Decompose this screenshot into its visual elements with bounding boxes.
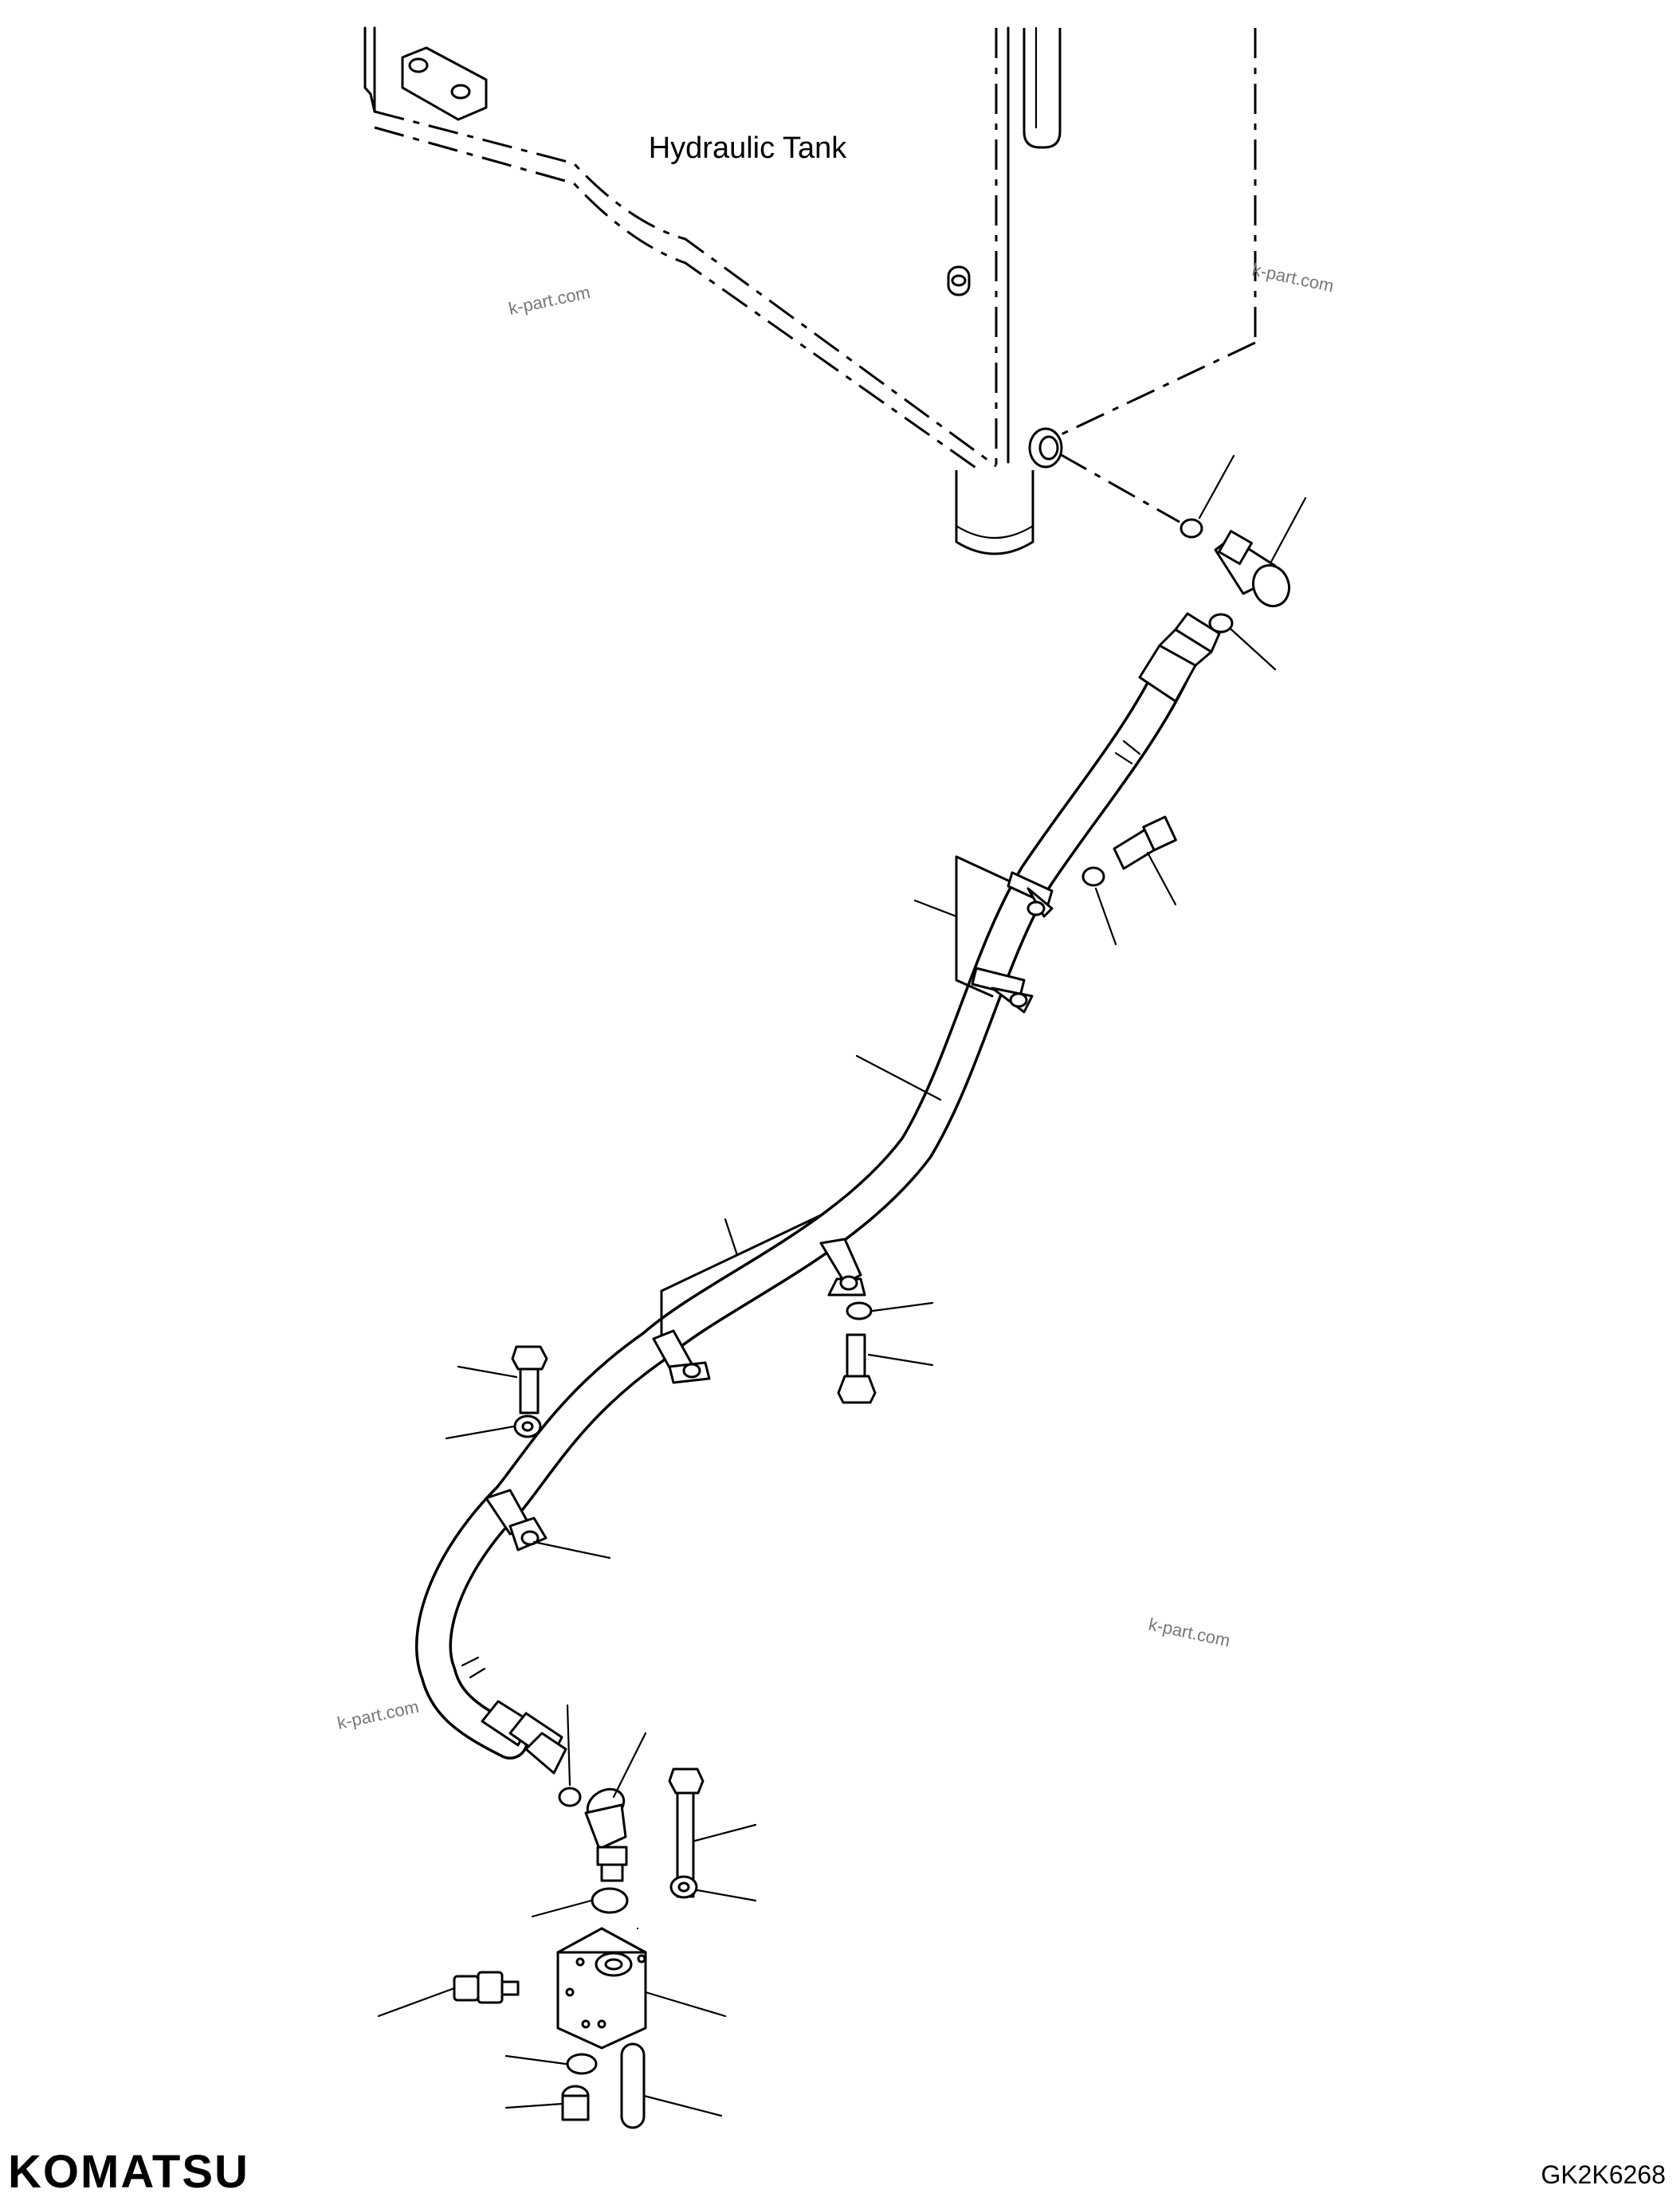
plug-bottom — [504, 2085, 590, 2121]
o-ring-hose-top — [1208, 613, 1277, 671]
o-ring-valve-top — [531, 1887, 629, 1918]
o-ring-valve-bottom — [504, 2053, 598, 2075]
pipe-stub-bottom — [620, 2042, 723, 2129]
hydraulic-tank: Hydraulic Tank — [363, 26, 1257, 555]
assembly-centerline — [1059, 453, 1180, 524]
watermark-3: k-part.com — [1147, 1614, 1232, 1650]
elbow-fitting-bottom — [584, 1732, 647, 1882]
hose-end-fitting-bottom — [481, 1700, 567, 1775]
hose-clamp-upper-1 — [1007, 871, 1054, 918]
tank-mounting-bracket — [401, 46, 488, 121]
tank-leg — [955, 470, 1034, 555]
bolt-lower-left — [457, 1345, 548, 1414]
test-port-fitting — [377, 1971, 520, 2018]
hose-end-fitting-top — [1138, 612, 1221, 703]
hose-clamp-upper-2 — [971, 967, 1034, 1014]
watermark-1: k-part.com — [507, 282, 592, 319]
hose-clamp-middle-left — [652, 1329, 711, 1384]
hydraulic-hose — [415, 647, 1194, 1760]
hose-clamp-middle-right — [819, 1238, 866, 1297]
bolt-upper — [1113, 815, 1177, 906]
washer-upper — [1081, 866, 1117, 946]
brand-logo: KOMATSU — [8, 2146, 249, 2197]
hose-leader — [855, 1054, 942, 1101]
hose-clamp-lower — [485, 1489, 611, 1559]
mounting-plate-upper — [913, 855, 1010, 998]
washer-lower-left — [445, 1414, 542, 1440]
bolt-middle — [837, 1333, 934, 1404]
o-ring-bottom-hose — [558, 1704, 582, 1807]
watermark-4: k-part.com — [336, 1697, 421, 1733]
washer-middle — [846, 1301, 934, 1320]
mounting-plate-middle — [660, 1214, 822, 1340]
o-ring-top — [1180, 454, 1235, 539]
valve-block — [556, 1927, 727, 2050]
elbow-fitting-top — [1214, 496, 1307, 608]
watermark-2: k-part.com — [1250, 259, 1336, 296]
tank-boss — [947, 265, 971, 296]
hydraulic-tank-label: Hydraulic Tank — [649, 131, 848, 165]
drawing-code: GK2K6268 — [1541, 2160, 1666, 2189]
tank-drain-port — [1028, 427, 1063, 469]
washer-bottom — [669, 1875, 757, 1902]
